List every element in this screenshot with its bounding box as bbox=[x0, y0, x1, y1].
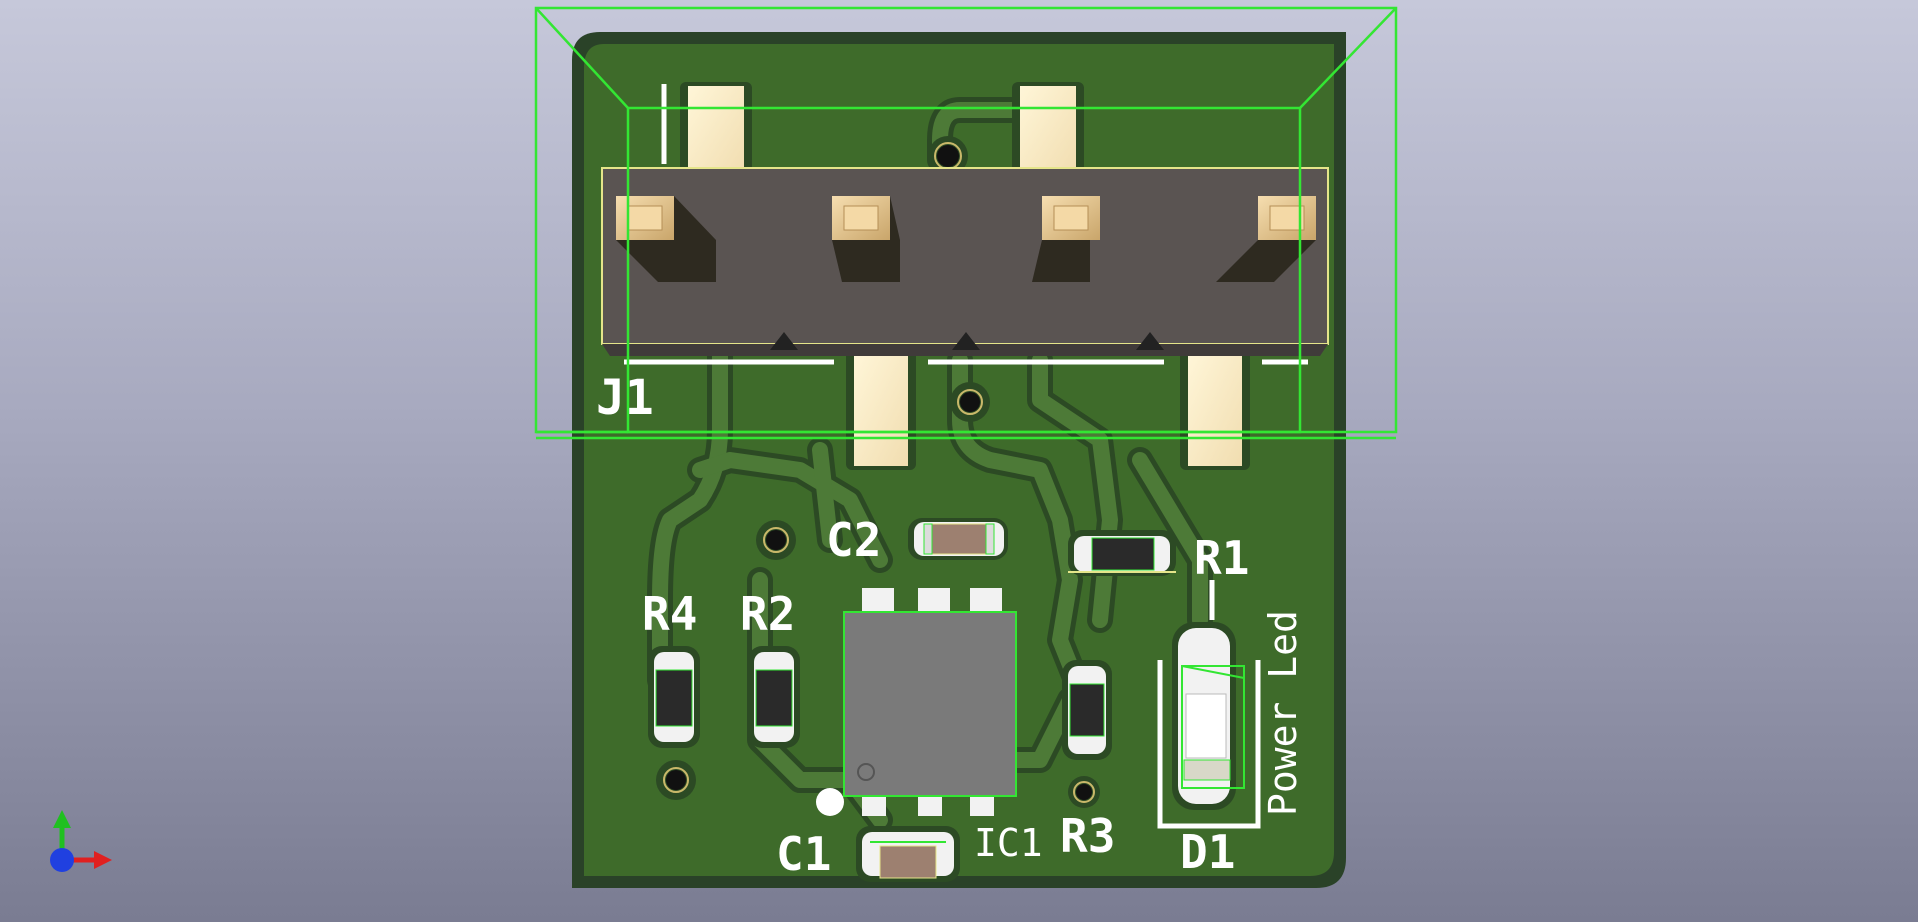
j1-pin-4 bbox=[1216, 196, 1316, 282]
silkscreen-labels: J1 C2 R1 R4 R2 C1 IC1 R3 D1 Power Led bbox=[596, 370, 1305, 881]
capacitor-c2[interactable] bbox=[908, 518, 1008, 560]
label-r4: R4 bbox=[642, 587, 697, 641]
label-r3: R3 bbox=[1060, 809, 1115, 863]
vias bbox=[656, 136, 1100, 808]
resistor-r4[interactable] bbox=[648, 646, 700, 748]
resistor-r2[interactable] bbox=[748, 646, 800, 748]
label-power-led: Power Led bbox=[1261, 610, 1305, 816]
label-d1: D1 bbox=[1180, 825, 1235, 879]
j1-pin-1 bbox=[616, 196, 716, 282]
label-ic1: IC1 bbox=[974, 821, 1043, 865]
j1-pin-2 bbox=[832, 196, 900, 282]
capacitor-c1[interactable] bbox=[856, 826, 960, 882]
ic1-pin1-marker bbox=[816, 788, 844, 816]
j1-connector[interactable] bbox=[601, 167, 1329, 356]
label-j1: J1 bbox=[596, 370, 654, 426]
resistor-r3[interactable] bbox=[1062, 660, 1112, 760]
label-c1: C1 bbox=[776, 827, 831, 881]
axes-gizmo-icon[interactable] bbox=[50, 810, 112, 872]
j1-courtyard-box bbox=[534, 6, 1398, 440]
j1-pads bbox=[680, 82, 1250, 470]
ic1-regulator[interactable] bbox=[843, 588, 1017, 816]
led-d1[interactable] bbox=[1157, 580, 1261, 829]
label-r1: R1 bbox=[1194, 531, 1249, 585]
resistor-r1[interactable] bbox=[1068, 530, 1176, 576]
label-r2: R2 bbox=[740, 587, 795, 641]
label-c2: C2 bbox=[826, 513, 881, 567]
j1-pin-3 bbox=[1032, 196, 1100, 282]
